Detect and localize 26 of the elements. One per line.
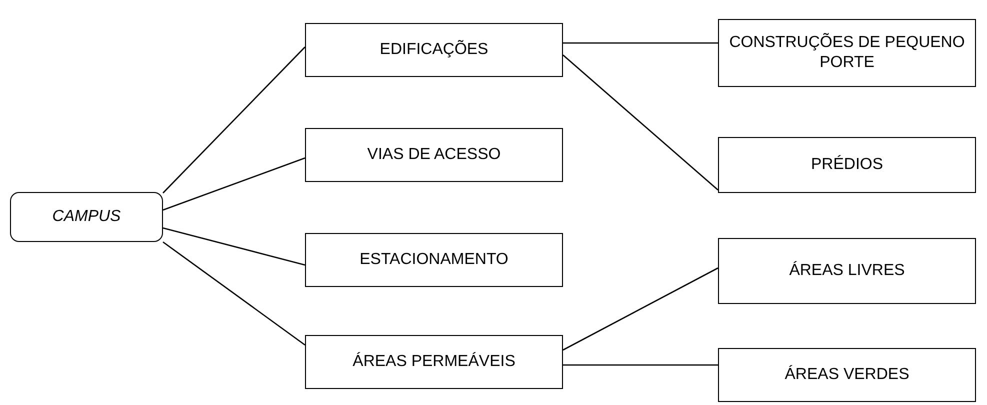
node-label: PRÉDIOS	[810, 155, 884, 175]
node-label: VIAS DE ACESSO	[366, 145, 502, 165]
process-box	[305, 335, 563, 389]
connector-line	[562, 267, 718, 351]
connector-line	[162, 157, 306, 211]
process-box	[718, 238, 976, 304]
connector-line	[563, 42, 718, 44]
process-box	[305, 233, 563, 287]
node-label: CONSTRUÇÕES DE PEQUENO PORTE	[728, 33, 966, 73]
connector-line	[162, 241, 306, 346]
process-box	[305, 23, 563, 77]
connector-line	[562, 54, 718, 190]
process-box	[718, 348, 976, 402]
node-label: EDIFICAÇÕES	[378, 40, 490, 60]
process-box	[305, 128, 563, 182]
process-box	[718, 137, 976, 193]
node-label: CAMPUS	[51, 207, 122, 227]
connector-line	[162, 46, 306, 194]
node-label: ÁREAS LIVRES	[788, 261, 906, 281]
connector-line	[563, 364, 718, 366]
node-label: ESTACIONAMENTO	[358, 250, 510, 270]
process-box	[10, 192, 163, 242]
connector-line	[162, 227, 306, 266]
process-box	[718, 19, 976, 87]
node-label: ÁREAS VERDES	[784, 365, 910, 385]
node-label: ÁREAS PERMEÁVEIS	[352, 352, 516, 372]
